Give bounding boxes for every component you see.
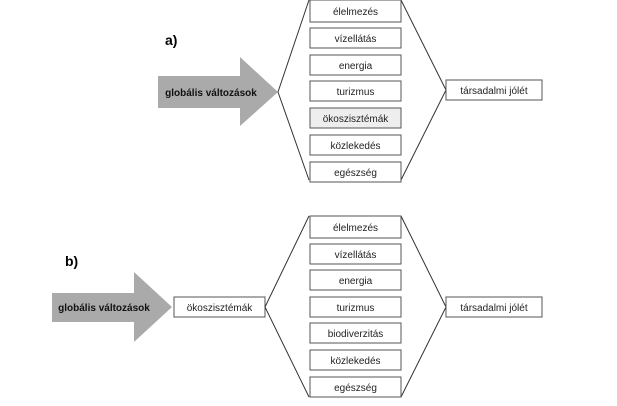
diagram-b-box-0: élelmezés bbox=[309, 215, 402, 239]
diagram-b: b) globális változások ökoszisztémák éle… bbox=[52, 215, 543, 398]
diagram-a-box-3-frame bbox=[309, 80, 402, 102]
diagram-b-box-5-text: közlekedés bbox=[330, 356, 380, 367]
diagram-b-box-2-frame bbox=[309, 269, 402, 291]
diagram-b-fan-right bbox=[400, 215, 447, 398]
diagram-b-box-0-text: élelmezés bbox=[333, 223, 378, 234]
diagram-a-box-0-frame bbox=[309, 0, 402, 23]
diagram-b-box-5: közlekedés bbox=[309, 349, 402, 371]
diagram-a-output-frame bbox=[445, 79, 543, 101]
diagram-a-output-text: társadalmi jólét bbox=[460, 86, 527, 97]
diagram-b-box-4: biodiverzitás bbox=[309, 322, 402, 344]
diagram-b-box-6-frame bbox=[309, 376, 402, 398]
diagram-a-box-5-text: közlekedés bbox=[330, 141, 380, 152]
diagram-b-output: társadalmi jólét bbox=[445, 296, 543, 318]
diagram-a-box-5-frame bbox=[309, 134, 402, 156]
diagram-a-fan-left bbox=[277, 0, 310, 181]
diagram-a-label: a) bbox=[165, 32, 177, 48]
diagram-b-box-2: energia bbox=[309, 269, 402, 291]
diagram-a-box-6: egészség bbox=[309, 161, 402, 183]
diagram-b-box-6-text: egészség bbox=[334, 383, 377, 394]
diagram-a-box-6-frame bbox=[309, 161, 402, 183]
diagram-a-box-2: energia bbox=[309, 54, 402, 76]
diagram-b-label: b) bbox=[65, 253, 78, 269]
diagram-b-box-3: turizmus bbox=[309, 296, 402, 318]
diagram-a-box-4-text: ökoszisztémák bbox=[323, 114, 390, 125]
diagram-a-box-0: élelmezés bbox=[309, 0, 402, 23]
diagram-b-fan-left bbox=[264, 215, 310, 398]
diagram-a-box-1: vízellátás bbox=[309, 27, 402, 49]
diagram-b-box-3-text: turizmus bbox=[337, 303, 375, 314]
diagram-b-output-text: társadalmi jólét bbox=[460, 303, 527, 314]
diagram-a-box-1-frame bbox=[309, 27, 402, 49]
diagram-b-input-arrow bbox=[52, 272, 172, 342]
diagram-b-box-1: vízellátás bbox=[309, 243, 402, 265]
diagram-a-fan-right bbox=[400, 0, 447, 181]
diagram-b-intermediate-text: ökoszisztémák bbox=[187, 303, 254, 314]
diagram-a-box-2-text: energia bbox=[339, 61, 373, 72]
diagram-b-box-1-frame bbox=[309, 243, 402, 265]
diagram-a-output: társadalmi jólét bbox=[445, 79, 543, 101]
diagram-b-box-4-text: biodiverzitás bbox=[328, 329, 384, 340]
diagram-a-box-3: turizmus bbox=[309, 80, 402, 102]
diagram-a-box-6-text: egészség bbox=[334, 168, 377, 179]
diagram-b-box-0-frame bbox=[309, 215, 402, 239]
diagram-b-intermediate: ökoszisztémák bbox=[173, 296, 266, 318]
diagram-a-box-1-text: vízellátás bbox=[335, 34, 377, 45]
diagram-b-box-6: egészség bbox=[309, 376, 402, 398]
diagram-a-box-0-text: élelmezés bbox=[333, 7, 378, 18]
diagram-a: a) globális változások élelmezés vízellá… bbox=[158, 0, 543, 183]
diagram-b-box-2-text: energia bbox=[339, 276, 373, 287]
diagram-b-box-1-text: vízellátás bbox=[335, 250, 377, 261]
diagram-a-box-4-frame bbox=[309, 107, 402, 129]
diagram-a-box-3-text: turizmus bbox=[337, 87, 375, 98]
diagram-b-box-4-frame bbox=[309, 322, 402, 344]
diagram-a-box-2-frame bbox=[309, 54, 402, 76]
diagram-b-box-5-frame bbox=[309, 349, 402, 371]
diagram-b-box-3-frame bbox=[309, 296, 402, 318]
diagram-a-box-5: közlekedés bbox=[309, 134, 402, 156]
diagram-b-output-frame bbox=[445, 296, 543, 318]
diagram-a-arrow-text: globális változások bbox=[165, 88, 257, 99]
diagram-a-input-arrow bbox=[158, 57, 278, 126]
diagram-a-box-4: ökoszisztémák bbox=[309, 107, 402, 129]
diagram-b-arrow-text: globális változások bbox=[58, 303, 150, 314]
